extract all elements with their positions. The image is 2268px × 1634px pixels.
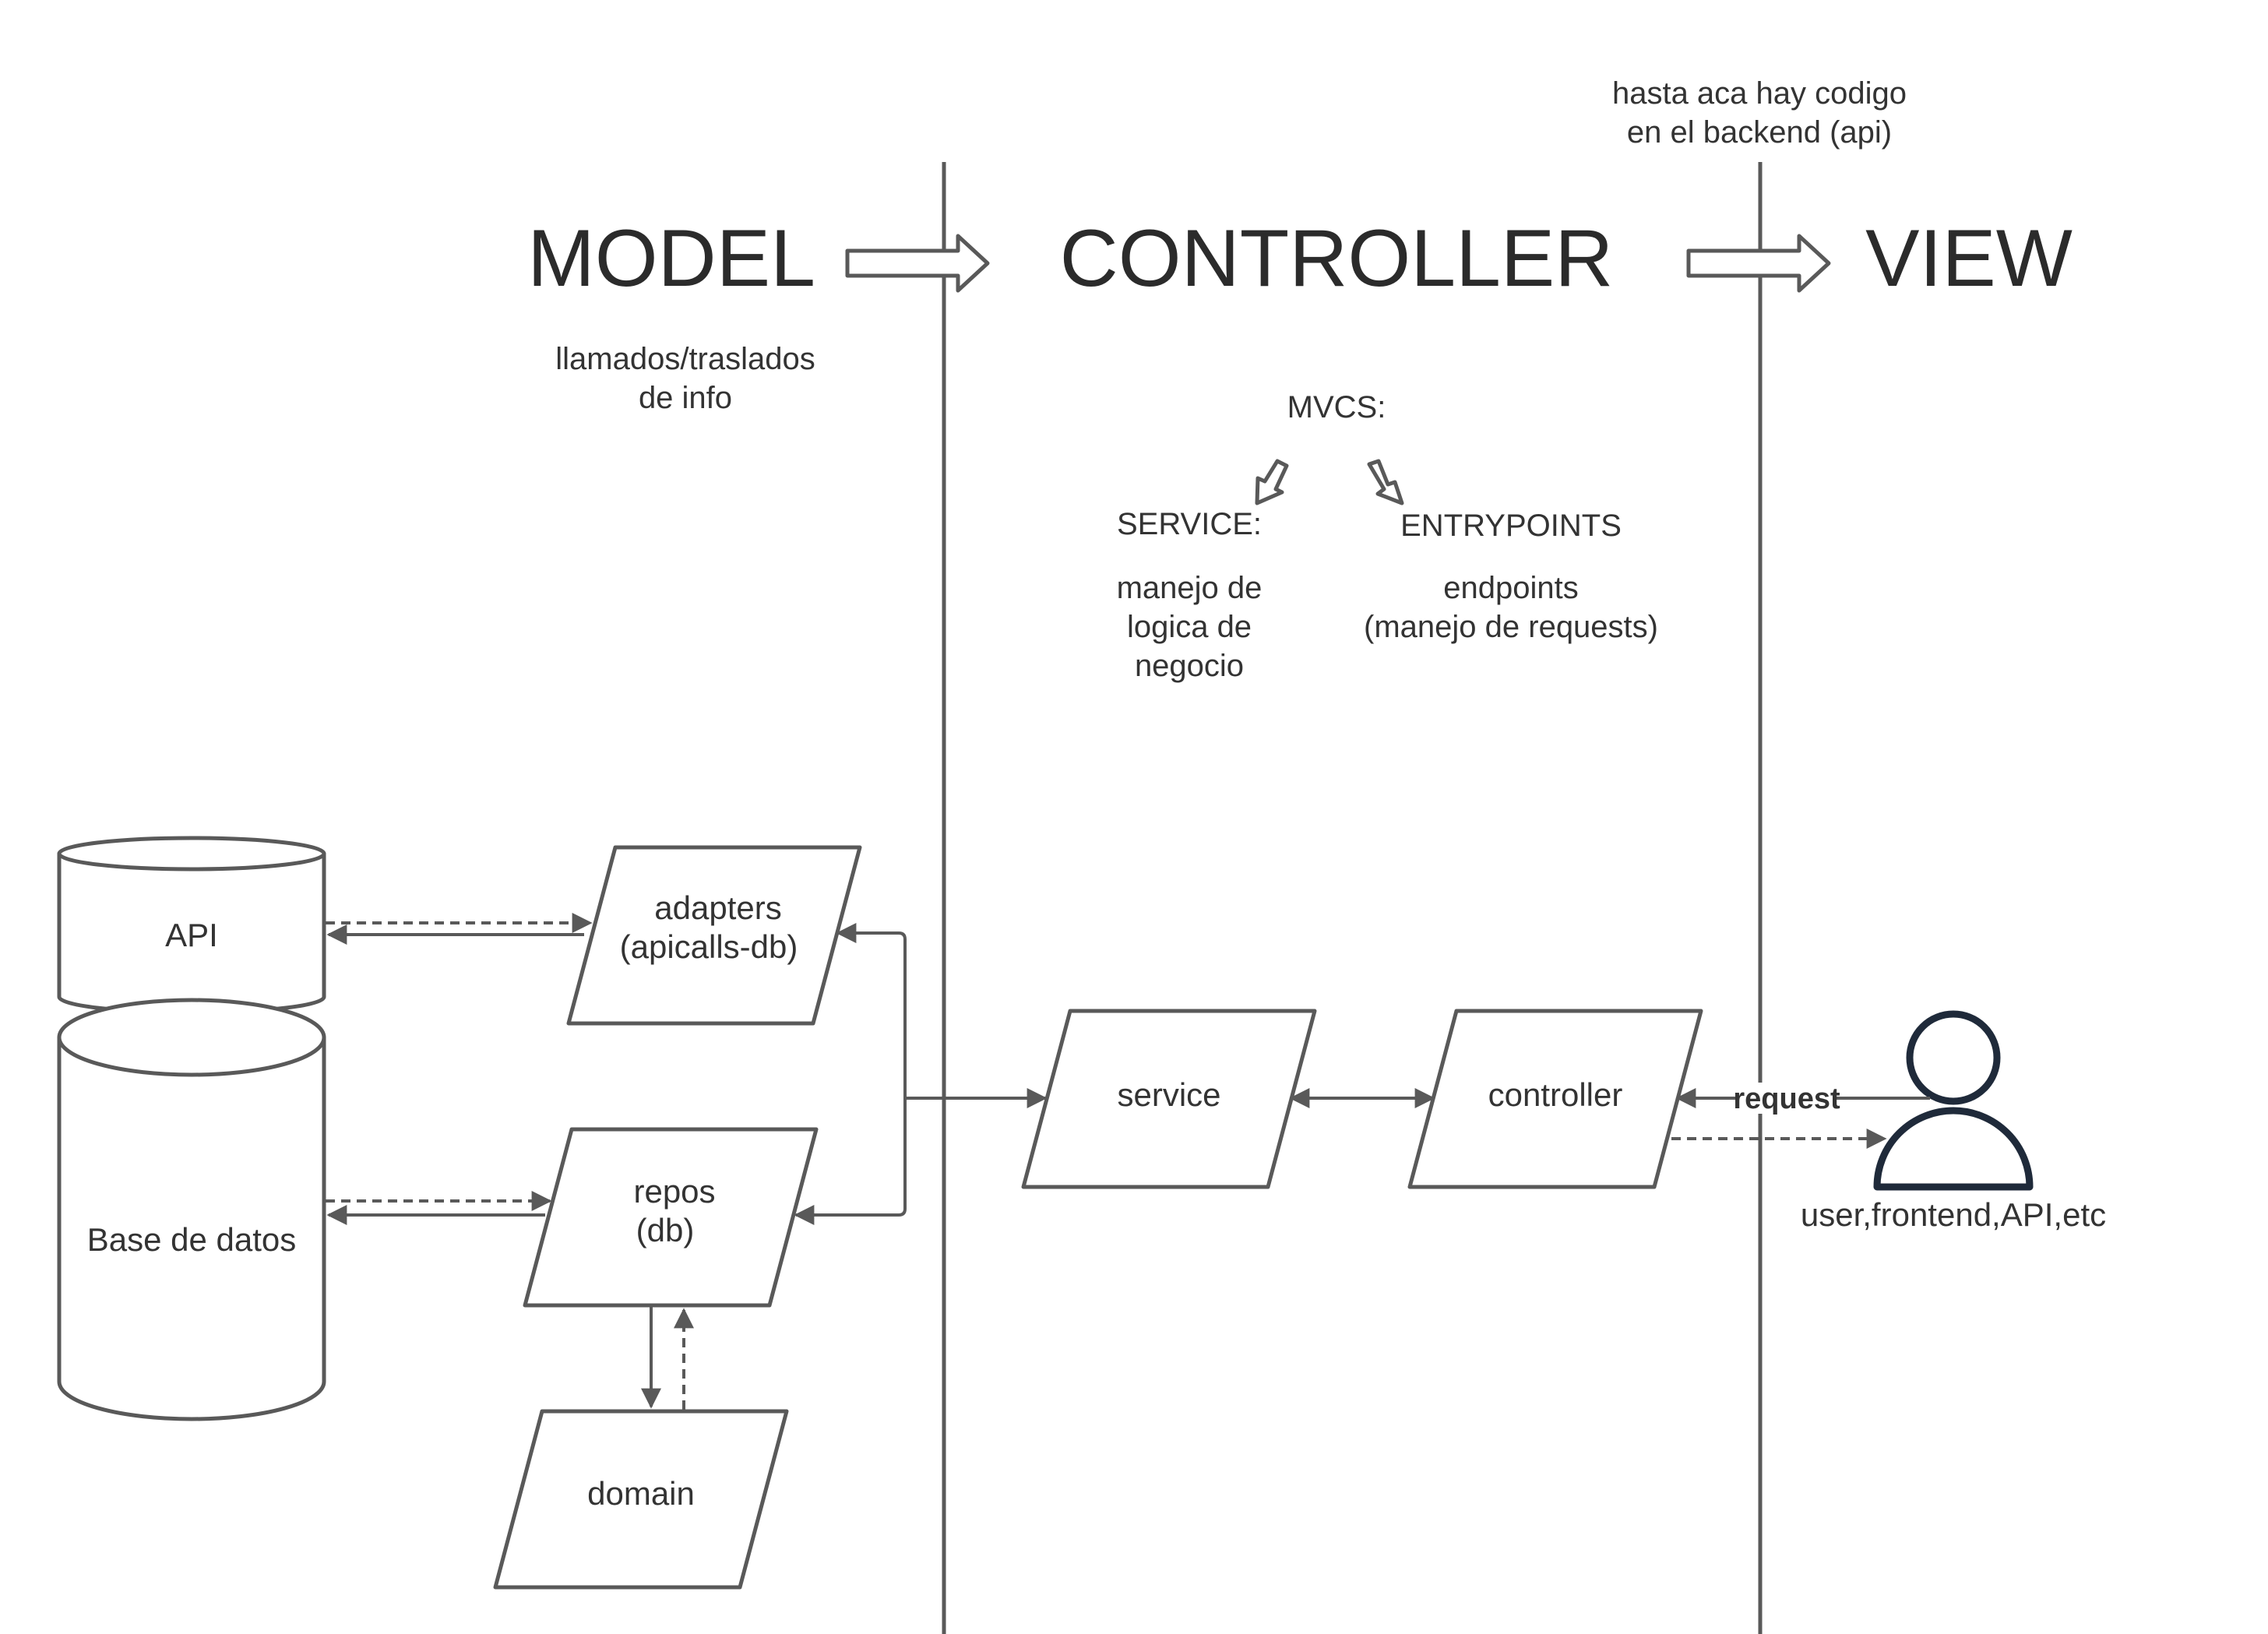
database-label: Base de datos [87,1221,297,1258]
block-arrow-controller-to-view-icon [1686,234,1831,293]
request-label-bg [1738,1083,1835,1114]
service-title: SERVICE: [1117,507,1262,541]
service-desc-line1: manejo de [1117,571,1263,605]
service-node: service [1021,1009,1317,1189]
service-label: service [1117,1076,1220,1113]
repos-label-line2: (db) [636,1212,695,1248]
entrypoints-desc-line1: endpoints [1443,571,1578,605]
repos-label-line1: repos [633,1173,715,1210]
domain-node: domain [493,1409,789,1590]
adapters-node: adapters (apicalls-db) [566,845,862,1026]
repos-node: repos (db) [523,1127,819,1308]
controller-label: controller [1488,1076,1623,1113]
adapters-label-line1: adapters [654,889,781,926]
model-note-line1: llamados/traslados [555,342,815,376]
backend-note-line2: en el backend (api) [1627,115,1892,150]
user-label: user,frontend,API,etc [1801,1196,2106,1233]
header-view: VIEW [1865,213,2073,304]
block-arrow-model-to-controller-icon [845,234,990,293]
database-cylinder: Base de datos [57,998,326,1421]
entrypoints-desc-line2: (manejo de requests) [1364,610,1658,644]
domain-label: domain [587,1475,695,1512]
entrypoints-title: ENTRYPOINTS [1400,509,1622,543]
mvcs-label: MVCS: [1287,390,1386,424]
header-controller: CONTROLLER [1060,213,1614,304]
header-model: MODEL [527,213,815,304]
model-note-line2: de info [639,381,732,415]
edge-junction-to-repos [794,1098,907,1225]
mvcs-arrow-right-icon [1367,459,1404,505]
api-label: API [165,917,218,953]
service-desc-line3: negocio [1135,649,1244,683]
api-cylinder: API [57,836,326,1015]
edge-junction-to-adapters [836,923,907,1098]
mvcs-arrow-left-icon [1255,459,1289,505]
adapters-label-line2: (apicalls-db) [620,928,798,965]
backend-note-line1: hasta aca hay codigo [1612,76,1907,111]
request-label: request [1733,1083,1840,1115]
service-desc-line2: logica de [1127,610,1252,644]
controller-node: controller [1407,1009,1703,1189]
user-icon [1873,1010,2034,1191]
